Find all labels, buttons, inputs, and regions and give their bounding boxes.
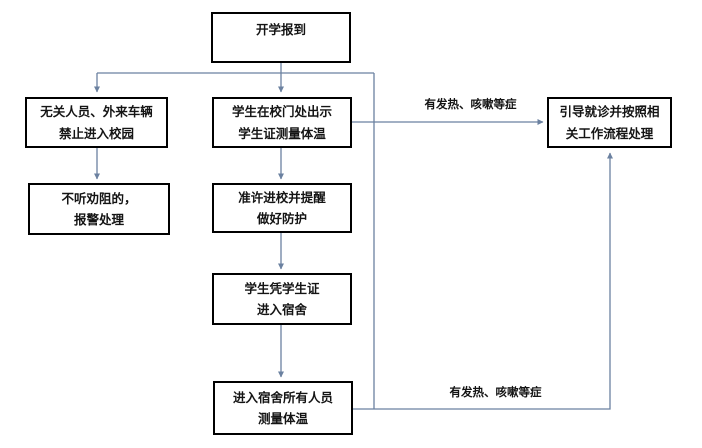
node-permit-entry-label: 准许进校并提醒 做好防护 <box>238 189 326 226</box>
edge-label-gate-symptom: 有发热、咳嗽等症 <box>424 97 517 111</box>
node-dorm-entry-label: 学生凭学生证 进入宿舍 <box>244 280 320 317</box>
node-police: 不听劝阻的， 报警处理 <box>28 183 170 235</box>
node-guide-treatment: 引导就诊并按照相 关工作流程处理 <box>547 97 672 148</box>
node-gate-check-label: 学生在校门处出示 学生证测量体温 <box>231 104 332 141</box>
edge-label-dorm-symptom: 有发热、咳嗽等症 <box>449 385 542 399</box>
node-start: 开学报到 <box>211 12 351 63</box>
connector-dorm-symptom-to-guide <box>352 152 613 410</box>
node-start-label: 开学报到 <box>255 22 306 37</box>
node-permit-entry: 准许进校并提醒 做好防护 <box>212 183 352 233</box>
node-no-entry-label: 无关人员、外来车辆 禁止进入校园 <box>40 104 153 141</box>
node-guide-treatment-label: 引导就诊并按照相 关工作流程处理 <box>559 104 660 141</box>
node-dorm-check-label: 进入宿舍所有人员 测量体温 <box>232 389 333 426</box>
node-dorm-check: 进入宿舍所有人员 测量体温 <box>213 381 353 435</box>
node-no-entry: 无关人员、外来车辆 禁止进入校园 <box>25 97 168 148</box>
node-dorm-entry: 学生凭学生证 进入宿舍 <box>212 273 352 325</box>
node-gate-check: 学生在校门处出示 学生证测量体温 <box>212 97 352 148</box>
node-police-label: 不听劝阻的， 报警处理 <box>61 190 137 227</box>
